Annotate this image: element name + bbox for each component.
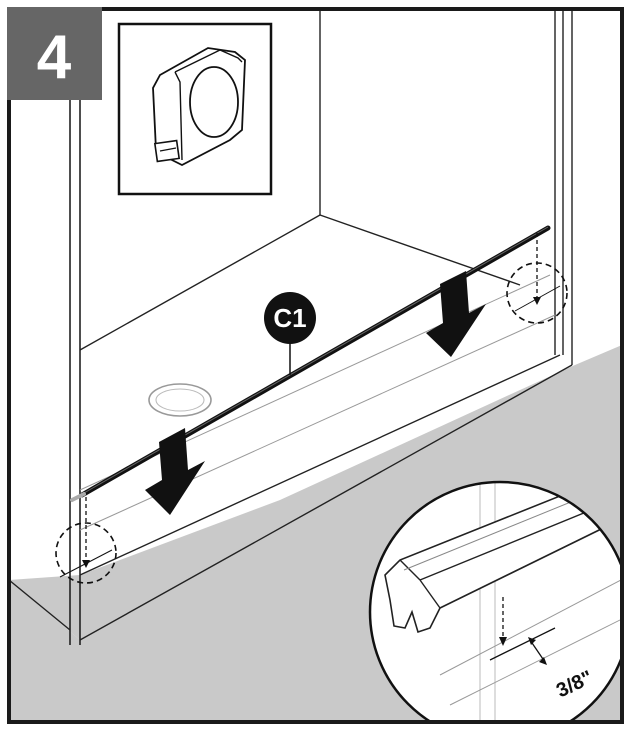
- step-badge: [7, 7, 102, 100]
- mark-line: [59, 549, 113, 578]
- callout-badge: [264, 292, 316, 344]
- guide-arrowhead: [533, 297, 541, 305]
- tape-measure-icon: [152, 47, 246, 167]
- drain: [148, 383, 212, 417]
- base-edge: [79, 274, 551, 491]
- down-arrow-icon: [426, 271, 486, 357]
- down-arrow-icon: [145, 428, 205, 515]
- base-edge: [79, 354, 561, 576]
- drain-inner: [155, 388, 205, 412]
- scene: C1: [9, 9, 622, 722]
- mark-line: [514, 285, 561, 312]
- floor-left: [9, 580, 80, 722]
- base-edge: [79, 364, 573, 641]
- detail-circle: [506, 262, 568, 324]
- wall-line: [9, 579, 71, 631]
- frame-border: [7, 7, 624, 724]
- callout-label: C1: [273, 303, 306, 333]
- step-number: 4: [37, 23, 72, 92]
- base-edge: [79, 214, 321, 351]
- detail-circle: [55, 522, 117, 584]
- base-edge: [319, 214, 521, 286]
